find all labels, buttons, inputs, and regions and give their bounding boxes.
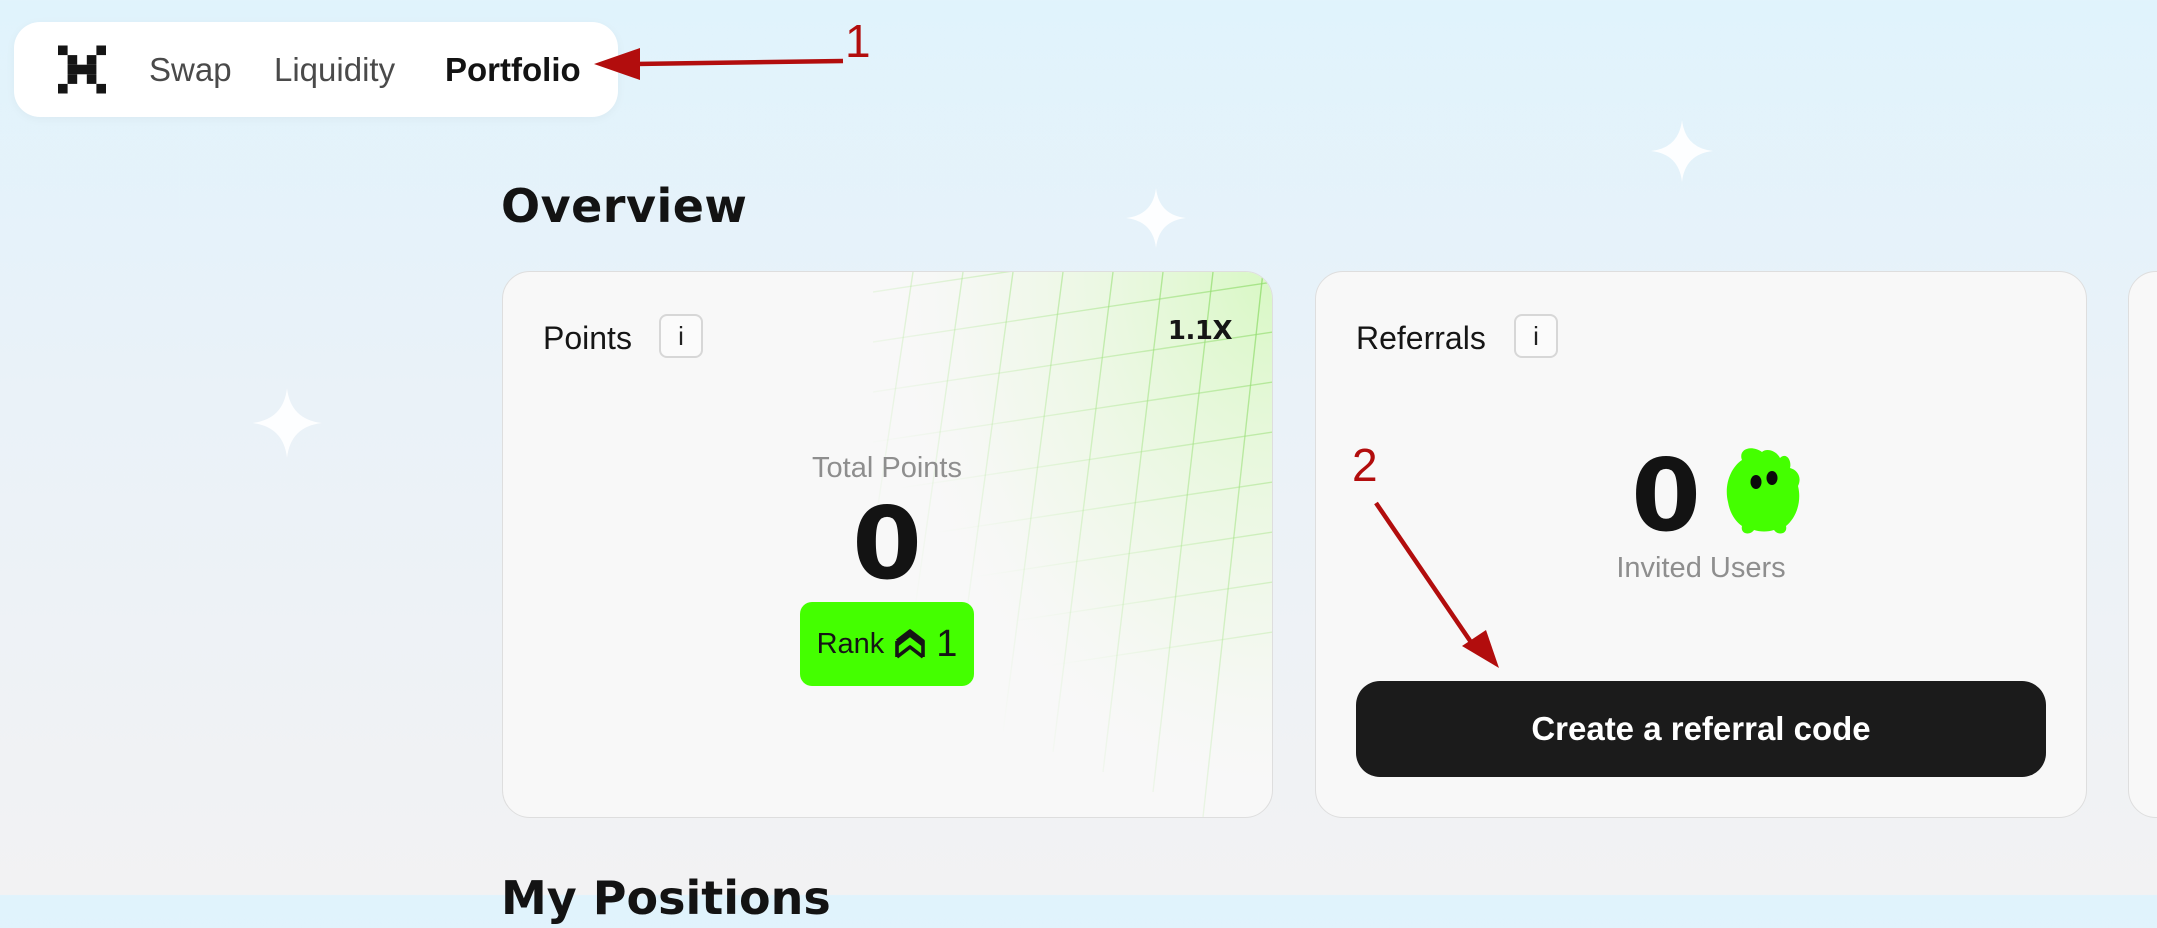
nav-link-swap[interactable]: Swap [149,51,232,88]
points-info-button[interactable]: i [659,314,703,358]
sparkle-icon [1651,120,1713,182]
green-mascot-icon [1726,448,1800,534]
annotation-arrows [594,48,1499,668]
annotation-label-2: 2 [1352,439,1378,491]
total-points-label: Total Points [812,452,962,484]
points-card: Points i 1.1X Total Points 0 Rank 1 [502,271,1273,818]
annotation-label-1: 1 [845,15,871,67]
sparkle-icon [252,388,322,458]
total-points-value: 0 [852,485,922,602]
logo-icon[interactable] [58,45,106,94]
referrals-info-button[interactable]: i [1514,314,1558,358]
rank-label: Rank [816,627,885,660]
partial-card [2128,271,2157,818]
nav-link-liquidity[interactable]: Liquidity [274,51,396,88]
grid-decoration [873,272,1272,817]
referrals-card: Referrals i 0 Invited Users Create a ref… [1315,271,2087,818]
points-title: Points [543,320,632,356]
chevrons-up-icon [895,629,926,659]
top-nav: Swap Liquidity Portfolio [14,22,618,117]
points-multiplier: 1.1X [1167,316,1233,346]
invited-users-label: Invited Users [1616,552,1786,584]
rank-badge[interactable]: Rank 1 [800,602,974,686]
referrals-title: Referrals [1356,320,1486,356]
page-title: Overview [501,179,748,233]
invited-users-value: 0 [1631,437,1701,554]
nav-link-portfolio[interactable]: Portfolio [445,51,581,88]
sparkle-icon [1126,188,1186,248]
rank-value: 1 [936,622,958,665]
create-referral-code-button[interactable]: Create a referral code [1356,681,2046,777]
